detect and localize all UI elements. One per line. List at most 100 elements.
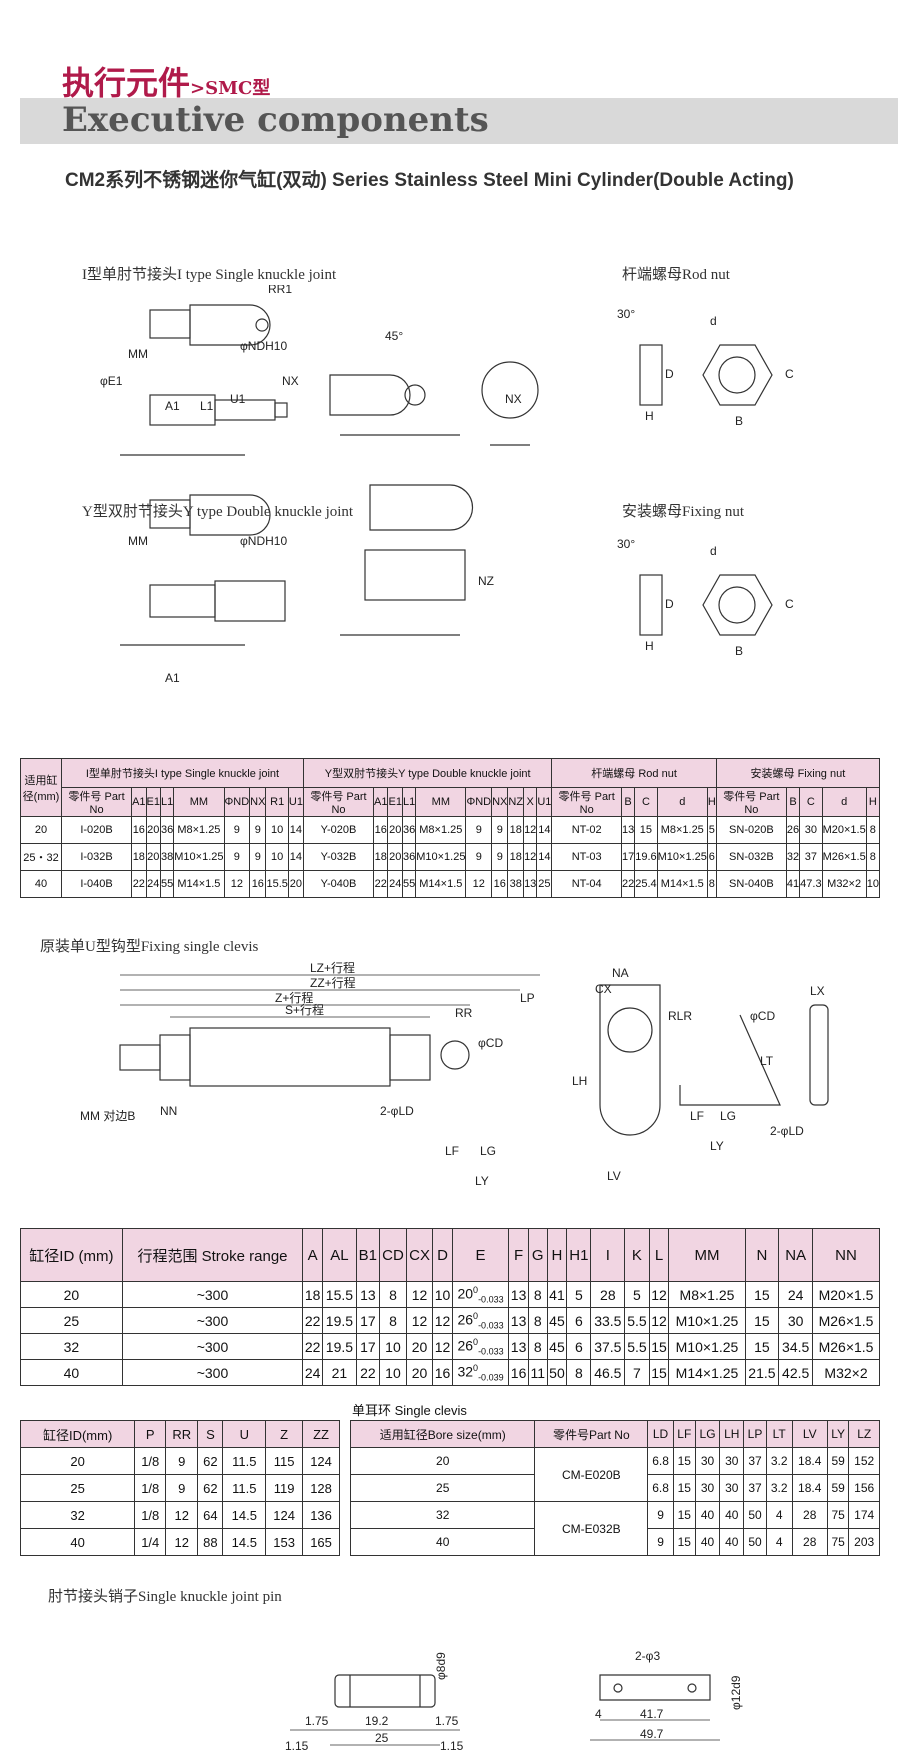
fixing-nut-caption: 安装螺母Fixing nut — [622, 504, 745, 520]
table-cell: 153 — [265, 1528, 304, 1556]
label-lf-2: LF — [690, 1109, 704, 1123]
column-header: MM — [173, 787, 225, 817]
label-pin-115: 1.15 — [285, 1739, 309, 1753]
table-cell: 37.5 — [590, 1333, 626, 1360]
table-cell: 17 — [620, 843, 636, 871]
lower-tol: -0.033 — [478, 1320, 504, 1331]
column-header: F — [508, 1228, 529, 1282]
table-cell: 22 — [302, 1333, 324, 1360]
table-cell: 13 — [508, 1307, 529, 1334]
column-header: 零件号 Part No — [715, 787, 787, 817]
label-d-rod: D — [665, 367, 674, 381]
label-45: 45° — [385, 329, 403, 343]
table-cell: 40 — [719, 1501, 745, 1529]
table-cell: 10 — [432, 1281, 453, 1308]
table-cell: 152 — [848, 1447, 880, 1475]
table-cell: 37 — [799, 843, 823, 871]
column-header: LV — [791, 1420, 828, 1448]
table-cell: 20 — [145, 843, 162, 871]
table-cell: M14×1.5 — [656, 870, 708, 898]
label-rlr: RLR — [668, 1009, 692, 1023]
column-header: 零件号 Part No — [302, 787, 375, 817]
label-ld: 2-φLD — [380, 1104, 414, 1118]
table-cell: 8 — [865, 816, 881, 844]
table-cell: 124 — [265, 1501, 304, 1529]
column-header: C — [799, 787, 823, 817]
table-cell: 6 — [706, 843, 717, 871]
table-cell: M20×1.5 — [812, 1281, 880, 1308]
column-header: Z — [265, 1420, 304, 1448]
table-cell: M14×1.5 — [415, 870, 467, 898]
table-cell: I-032B — [60, 843, 133, 871]
column-header: LD — [647, 1420, 674, 1448]
table-cell: 15.5 — [265, 870, 289, 898]
table-cell: 16 — [432, 1359, 453, 1386]
table-cell: M10×1.25 — [656, 843, 708, 871]
column-header: B — [785, 787, 801, 817]
table-cell: 13 — [508, 1281, 529, 1308]
table-cell: 22 — [355, 1359, 380, 1386]
table-cell: 14 — [287, 843, 304, 871]
label-na: NA — [612, 966, 629, 980]
table-cell: M8×1.25 — [656, 816, 708, 844]
table-cell: M10×1.25 — [668, 1333, 746, 1360]
table-cell: 12 — [432, 1307, 453, 1334]
table-cell: 15 — [744, 1281, 780, 1308]
table-cell: 37 — [743, 1447, 767, 1475]
table-cell: 20 — [287, 870, 304, 898]
table-cell: I-020B — [60, 816, 133, 844]
label-nz: NZ — [478, 574, 494, 588]
table-cell: 40 — [20, 1359, 123, 1386]
table-cell: 17 — [355, 1333, 380, 1360]
table-cell: ~300 — [121, 1333, 304, 1360]
table-cell: 30 — [694, 1447, 721, 1475]
label-ly-2: LY — [710, 1139, 724, 1153]
table-cell: 11 — [527, 1359, 548, 1386]
label-pin-d: φ8d9 — [434, 1652, 448, 1680]
upper-tol: 0 — [473, 1310, 479, 1321]
column-header: A — [302, 1228, 324, 1282]
column-header: P — [134, 1420, 167, 1448]
table-cell: 13 — [620, 816, 636, 844]
table-cell: 38 — [507, 870, 525, 898]
table-cell: 9 — [491, 843, 509, 871]
table-cell: 5 — [624, 1281, 650, 1308]
table-cell: 5.5 — [624, 1333, 650, 1360]
table-cell: 16 — [131, 816, 147, 844]
table-cell: ~300 — [121, 1307, 304, 1334]
table-cell: 9 — [165, 1474, 199, 1502]
label-d-fix: D — [665, 597, 674, 611]
table-cell: 11.5 — [222, 1474, 267, 1502]
column-header: N — [744, 1228, 780, 1282]
label-30: 30° — [617, 307, 635, 321]
table-cell: 1/4 — [134, 1528, 167, 1556]
table-cell: M14×1.5 — [173, 870, 225, 898]
table-cell: 20 — [20, 1281, 123, 1308]
table-cell: ~300 — [121, 1359, 304, 1386]
table-cell: 18 — [302, 1281, 324, 1308]
table-cell: M26×1.5 — [821, 843, 867, 871]
table-cell: 9 — [647, 1528, 674, 1556]
column-header: AL — [322, 1228, 357, 1282]
table-cell: 25.4 — [634, 870, 658, 898]
table-cell: 22 — [620, 870, 636, 898]
table-cell: 14 — [287, 816, 304, 844]
pin-drawing: φ8d9 1.75 19.2 1.75 25 1.15 1.15 2-φ3 4 … — [285, 1649, 743, 1753]
column-header: 零件号 Part No — [551, 787, 622, 817]
column-header: X — [523, 787, 538, 817]
column-header: 零件号Part No — [534, 1420, 649, 1448]
label-lz: LZ+行程 — [310, 960, 355, 975]
col-bore: 适用缸径(mm) — [20, 758, 62, 817]
table-cell: M10×1.25 — [668, 1307, 746, 1334]
table-cell: 22 — [302, 1307, 324, 1334]
table-cell: 12 — [523, 816, 538, 844]
table-cell: 18 — [507, 816, 525, 844]
column-header: U — [222, 1420, 267, 1448]
upper-tol: 0 — [473, 1336, 479, 1347]
